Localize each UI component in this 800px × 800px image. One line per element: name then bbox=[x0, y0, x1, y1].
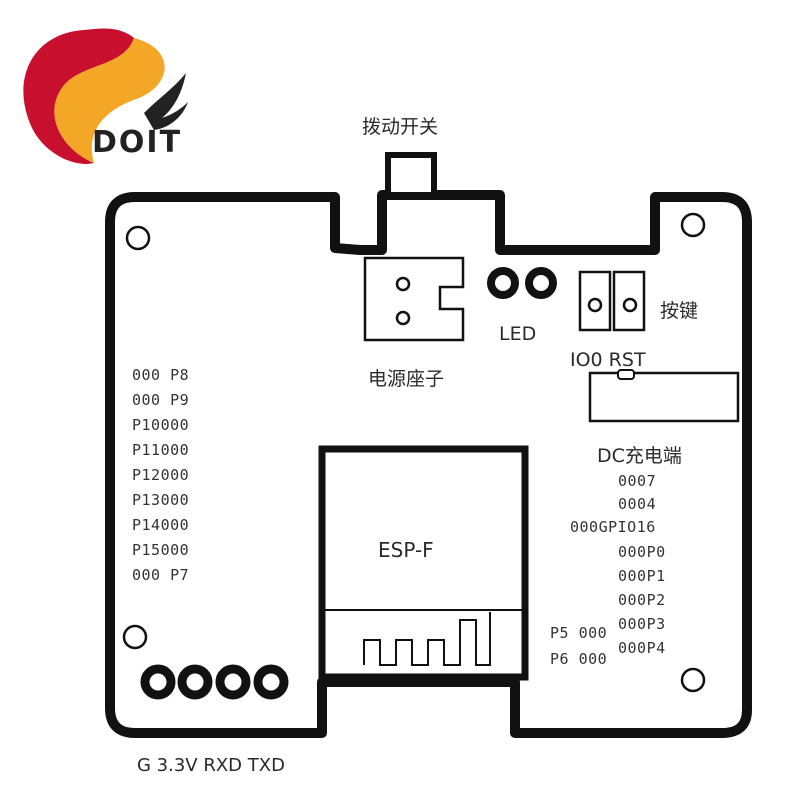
dc-charge-port bbox=[588, 371, 740, 423]
button-rst bbox=[612, 270, 646, 332]
left-pin-7: P15000 bbox=[132, 541, 190, 559]
button-io0 bbox=[578, 270, 612, 332]
antenna-trace bbox=[363, 612, 491, 666]
logo-wordmark: DOIT bbox=[92, 125, 183, 160]
right-pin-5: 000P2 bbox=[618, 591, 666, 609]
mid-right-pin-0: P5 000 bbox=[550, 624, 608, 642]
module-label: ESP-F bbox=[378, 538, 434, 562]
left-pin-6: P14000 bbox=[132, 516, 190, 534]
bottom-pins-label: G 3.3V RXD TXD bbox=[137, 755, 285, 776]
power-socket-hole-2 bbox=[395, 310, 411, 326]
logo-swirl-orange bbox=[54, 38, 165, 163]
right-pin-0: 0007 bbox=[618, 472, 657, 490]
button-rst-dot bbox=[622, 297, 638, 313]
right-pin-6: 000P3 bbox=[618, 615, 666, 633]
left-pin-8: 000 P7 bbox=[132, 566, 190, 584]
logo-swirl-red bbox=[23, 28, 134, 164]
left-pin-0: 000 P8 bbox=[132, 366, 190, 384]
led-pad-2 bbox=[525, 267, 557, 299]
power-socket bbox=[363, 256, 465, 342]
dc-charge-label: DC充电端 bbox=[597, 445, 682, 467]
right-pin-7: 000P4 bbox=[618, 639, 666, 657]
header-pin-3v3 bbox=[177, 664, 213, 700]
buttons-label: 按键 bbox=[660, 300, 699, 322]
io0-rst-label: IO0 RST bbox=[570, 349, 646, 371]
led-pad-1 bbox=[487, 267, 519, 299]
mount-hole-bottom-left bbox=[122, 624, 148, 650]
right-pin-3: 000P0 bbox=[618, 543, 666, 561]
left-pin-3: P11000 bbox=[132, 441, 190, 459]
toggle-switch-knob bbox=[385, 152, 437, 198]
esp-module bbox=[318, 445, 529, 681]
header-pin-g bbox=[140, 664, 176, 700]
logo-wing bbox=[144, 73, 188, 130]
mount-hole-top-left bbox=[125, 225, 151, 251]
doit-logo bbox=[23, 28, 188, 164]
mid-right-pin-1: P6 000 bbox=[550, 650, 608, 668]
mount-hole-bottom-right bbox=[680, 667, 706, 693]
right-pin-1: 0004 bbox=[618, 495, 657, 513]
led-label: LED bbox=[499, 323, 537, 345]
power-socket-hole-1 bbox=[395, 276, 411, 292]
right-pin-2: 000GPIO16 bbox=[570, 518, 656, 536]
power-socket-label: 电源座子 bbox=[368, 368, 445, 390]
button-io0-dot bbox=[587, 297, 603, 313]
toggle-switch-label: 拨动开关 bbox=[362, 116, 439, 138]
header-pin-rxd bbox=[215, 664, 251, 700]
left-pin-1: 000 P9 bbox=[132, 391, 190, 409]
left-pin-4: P12000 bbox=[132, 466, 190, 484]
left-pin-2: P10000 bbox=[132, 416, 190, 434]
left-pin-5: P13000 bbox=[132, 491, 190, 509]
dc-charge-nub bbox=[617, 369, 635, 380]
header-pin-txd bbox=[253, 664, 289, 700]
right-pin-4: 000P1 bbox=[618, 567, 666, 585]
mount-hole-top-right bbox=[680, 212, 706, 238]
